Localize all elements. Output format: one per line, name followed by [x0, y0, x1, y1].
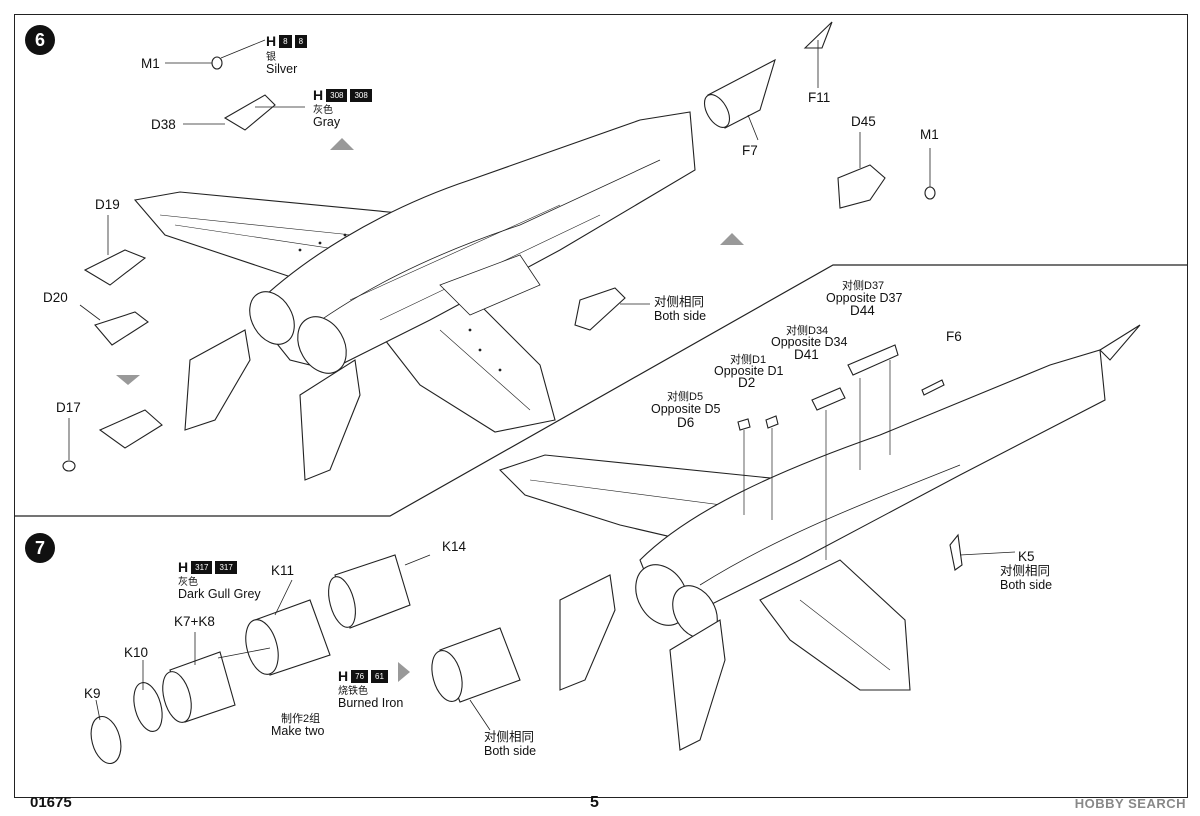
- paint-code-1: 308: [326, 88, 348, 102]
- both-side-cn-nozzle: 对侧相同: [484, 730, 535, 744]
- paint-gray: H 308 308: [313, 87, 372, 103]
- paint-code-2: 61: [371, 669, 388, 683]
- paint-code-1: 76: [351, 669, 369, 683]
- part-label-f11: F11: [808, 90, 831, 105]
- paint-gray-cn: 灰色: [313, 105, 333, 116]
- part-label-k9: K9: [84, 686, 101, 701]
- paint-silver-cn: 银: [266, 52, 276, 63]
- step-7-marker: 7: [25, 533, 55, 563]
- product-code: 01675: [30, 794, 72, 811]
- page-frame: [14, 14, 1188, 798]
- paint-silver-en: Silver: [266, 62, 298, 76]
- paint-dark-gull-grey-en: Dark Gull Grey: [178, 587, 261, 601]
- part-label-d19: D19: [95, 197, 120, 212]
- opposite-d1-en: Opposite D1: [714, 364, 784, 378]
- part-label-d20: D20: [43, 290, 68, 305]
- part-label-d2: D2: [738, 375, 756, 390]
- paint-dark-gull-grey: H 317 317: [178, 559, 237, 575]
- both-side-en-step6: Both side: [654, 309, 707, 323]
- paint-burned-iron-en: Burned Iron: [338, 696, 404, 710]
- aircraft-underside-step6: [62, 21, 936, 481]
- leader-lines: [68, 39, 931, 731]
- opposite-d5-cn: 对侧D5: [667, 391, 704, 403]
- part-label-d41: D41: [794, 347, 819, 362]
- paint-code-1: 317: [191, 560, 213, 574]
- paint-letter: H: [338, 668, 349, 684]
- part-label-d45: D45: [851, 114, 876, 129]
- part-label-d44: D44: [850, 303, 875, 318]
- make-two-cn: 制作2组: [281, 713, 321, 725]
- paint-burned-iron: H 76 61: [338, 668, 388, 684]
- part-label-m1: M1: [141, 56, 160, 71]
- paint-gray-en: Gray: [313, 115, 341, 129]
- part-label-d6: D6: [677, 415, 695, 430]
- part-label-k5: K5: [1018, 549, 1035, 564]
- part-label-d17: D17: [56, 400, 81, 415]
- part-label-f7: F7: [742, 143, 758, 158]
- opposite-d37-cn: 对侧D37: [842, 280, 885, 292]
- part-label-f6: F6: [946, 329, 962, 344]
- paint-letter: H: [178, 559, 189, 575]
- engine-parts-step7: [90, 554, 521, 765]
- paint-letter: H: [266, 33, 277, 49]
- opposite-d5-en: Opposite D5: [651, 402, 721, 416]
- paint-code-2: 8: [294, 34, 308, 48]
- make-two-en: Make two: [271, 724, 325, 738]
- both-side-cn-k5: 对侧相同: [1000, 564, 1051, 578]
- paint-silver: H 8 8: [266, 33, 308, 49]
- part-label-k10: K10: [124, 645, 149, 660]
- both-side-en-k5: Both side: [1000, 578, 1053, 592]
- step-divider-line: [15, 264, 1188, 517]
- watermark: HOBBY SEARCH: [1074, 796, 1186, 811]
- part-label-m1-right: M1: [920, 127, 939, 142]
- part-label-k14: K14: [442, 539, 467, 554]
- part-label-k7-k8: K7+K8: [174, 614, 215, 629]
- page-number: 5: [590, 794, 599, 811]
- both-side-en-nozzle: Both side: [484, 744, 537, 758]
- part-label-k11: K11: [271, 563, 295, 578]
- step-6-marker: 6: [25, 25, 55, 55]
- paint-burned-iron-cn: 烧铁色: [338, 686, 368, 697]
- paint-code-1: 8: [279, 34, 292, 48]
- aircraft-underside-step7: [498, 324, 1141, 751]
- both-side-cn-step6: 对侧相同: [654, 295, 705, 309]
- paint-code-2: 308: [350, 88, 372, 102]
- opposite-d34-en: Opposite D34: [771, 335, 848, 349]
- opposite-d37-en: Opposite D37: [826, 291, 903, 305]
- opposite-d34-cn: 对侧D34: [786, 325, 829, 337]
- paint-dark-gull-grey-cn: 灰色: [178, 577, 198, 588]
- paint-letter: H: [313, 87, 324, 103]
- opposite-d1-cn: 对侧D1: [730, 354, 767, 366]
- paint-code-2: 317: [215, 560, 237, 574]
- part-label-d38: D38: [151, 117, 176, 132]
